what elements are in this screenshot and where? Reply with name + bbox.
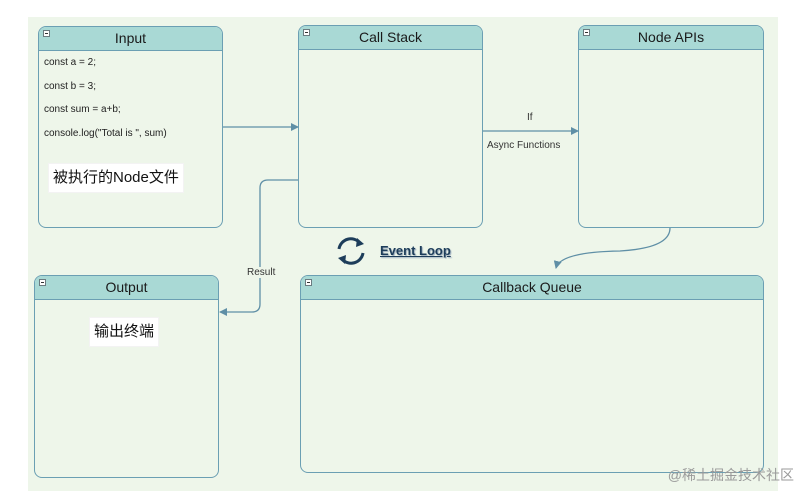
- input-header: Input: [39, 27, 222, 51]
- input-title: Input: [114, 30, 147, 46]
- output-note: 输出终端: [90, 318, 159, 346]
- code-line: const a = 2;: [44, 57, 96, 68]
- code-line: const sum = a+b;: [44, 104, 121, 115]
- code-line: const b = 3;: [44, 80, 96, 92]
- collapse-icon[interactable]: [583, 29, 590, 36]
- output-box[interactable]: Output: [34, 275, 219, 478]
- output-header: Output: [35, 276, 218, 300]
- call-stack-box[interactable]: Call Stack: [298, 25, 483, 228]
- async-functions-label: Async Functions: [487, 140, 561, 151]
- node-apis-header: Node APIs: [579, 26, 763, 50]
- result-label: Result: [246, 267, 277, 278]
- code-line: console.log("Total is ", sum): [44, 127, 167, 139]
- call-stack-header: Call Stack: [299, 26, 482, 50]
- node-apis-box[interactable]: Node APIs: [578, 25, 764, 228]
- collapse-icon[interactable]: [303, 29, 310, 36]
- watermark: @稀土掘金技术社区: [667, 467, 794, 483]
- collapse-icon[interactable]: [39, 279, 46, 286]
- callback-queue-box[interactable]: Callback Queue: [300, 275, 764, 473]
- callback-queue-title: Callback Queue: [482, 279, 582, 295]
- callback-queue-header: Callback Queue: [301, 276, 763, 300]
- code-block: const a = 2; const b = 3; const sum = a+…: [39, 51, 222, 150]
- call-stack-title: Call Stack: [358, 29, 423, 45]
- if-label: If: [527, 112, 533, 123]
- input-box[interactable]: Input const a = 2; const b = 3; const su…: [38, 26, 223, 228]
- event-loop-label: Event Loop: [380, 243, 451, 258]
- output-title: Output: [105, 279, 148, 295]
- collapse-icon[interactable]: [305, 279, 312, 286]
- collapse-icon[interactable]: [43, 30, 50, 37]
- input-note: 被执行的Node文件: [49, 164, 183, 192]
- refresh-icon: [337, 237, 365, 265]
- node-apis-title: Node APIs: [637, 29, 705, 45]
